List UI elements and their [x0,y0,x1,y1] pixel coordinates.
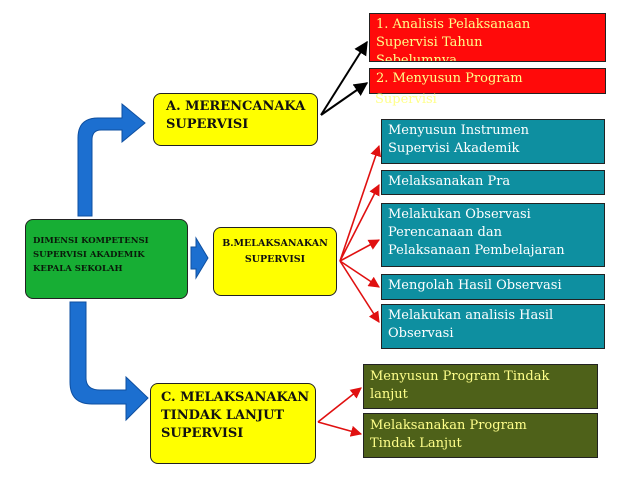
connector-followup-2 [317,421,363,437]
followup-item-2: Melaksanakan Program Tindak Lanjut [363,413,598,458]
connector-plan-1 [320,40,368,116]
execute-item-2: Melaksanakan Pra [381,170,605,195]
phase-followup-label: C. MELAKSANAKAN TINDAK LANJUT SUPERVISI [161,390,310,441]
execute-item-4-label: Mengolah Hasil Observasi [388,278,562,293]
phase-followup-node: C. MELAKSANAKAN TINDAK LANJUT SUPERVISI [150,383,316,464]
execute-item-4: Mengolah Hasil Observasi [381,274,605,300]
plan-item-2: 2. Menyusun Program [369,68,606,94]
phase-execute-label: B.MELAKSANAKAN SUPERVISI [222,238,328,265]
arrow-up-to-plan-icon [77,102,146,217]
plan-item-1: 1. Analisis Pelaksanaan Supervisi Tahun … [369,13,606,62]
followup-item-1: Menyusun Program Tindak lanjut [363,364,598,409]
followup-item-2-label: Melaksanakan Program Tindak Lanjut [370,418,527,451]
execute-item-3-label: Melakukan Observasi Perencanaan dan Pela… [388,207,565,258]
connector-followup-1 [317,387,362,423]
connector-execute-5 [339,260,380,323]
connector-plan-2 [320,82,369,116]
connector-execute-1 [339,144,382,262]
root-node-label: DIMENSI KOMPETENSI SUPERVISI AKADEMIK KE… [33,236,149,274]
execute-item-5: Melakukan analisis Hasil Observasi [381,304,605,349]
phase-plan-label: A. MERENCANAKA SUPERVISI [166,99,306,132]
phase-plan-node: A. MERENCANAKA SUPERVISI [153,93,318,146]
execute-item-5-label: Melakukan analisis Hasil Observasi [388,308,554,341]
root-node: DIMENSI KOMPETENSI SUPERVISI AKADEMIK KE… [25,219,188,299]
plan-item-1-label: 1. Analisis Pelaksanaan Supervisi Tahun … [376,17,531,62]
arrow-down-to-followup-icon [69,301,149,422]
plan-item-2-label: 2. Menyusun Program [376,71,523,86]
connector-execute-4 [339,260,380,288]
phase-execute-node: B.MELAKSANAKAN SUPERVISI [213,227,337,296]
connector-execute-2 [339,184,380,262]
execute-item-1-label: Menyusun Instrumen Supervisi Akademik [388,123,530,156]
execute-item-3: Melakukan Observasi Perencanaan dan Pela… [381,203,605,267]
execute-item-1: Menyusun Instrumen Supervisi Akademik [381,119,605,164]
connector-execute-3 [339,239,380,262]
execute-item-2-label: Melaksanakan Pra [388,174,511,189]
followup-item-1-label: Menyusun Program Tindak lanjut [370,369,550,402]
arrow-right-to-execute-icon [190,236,209,280]
plan-item-2-overflow-text: Supervisi [375,92,437,107]
